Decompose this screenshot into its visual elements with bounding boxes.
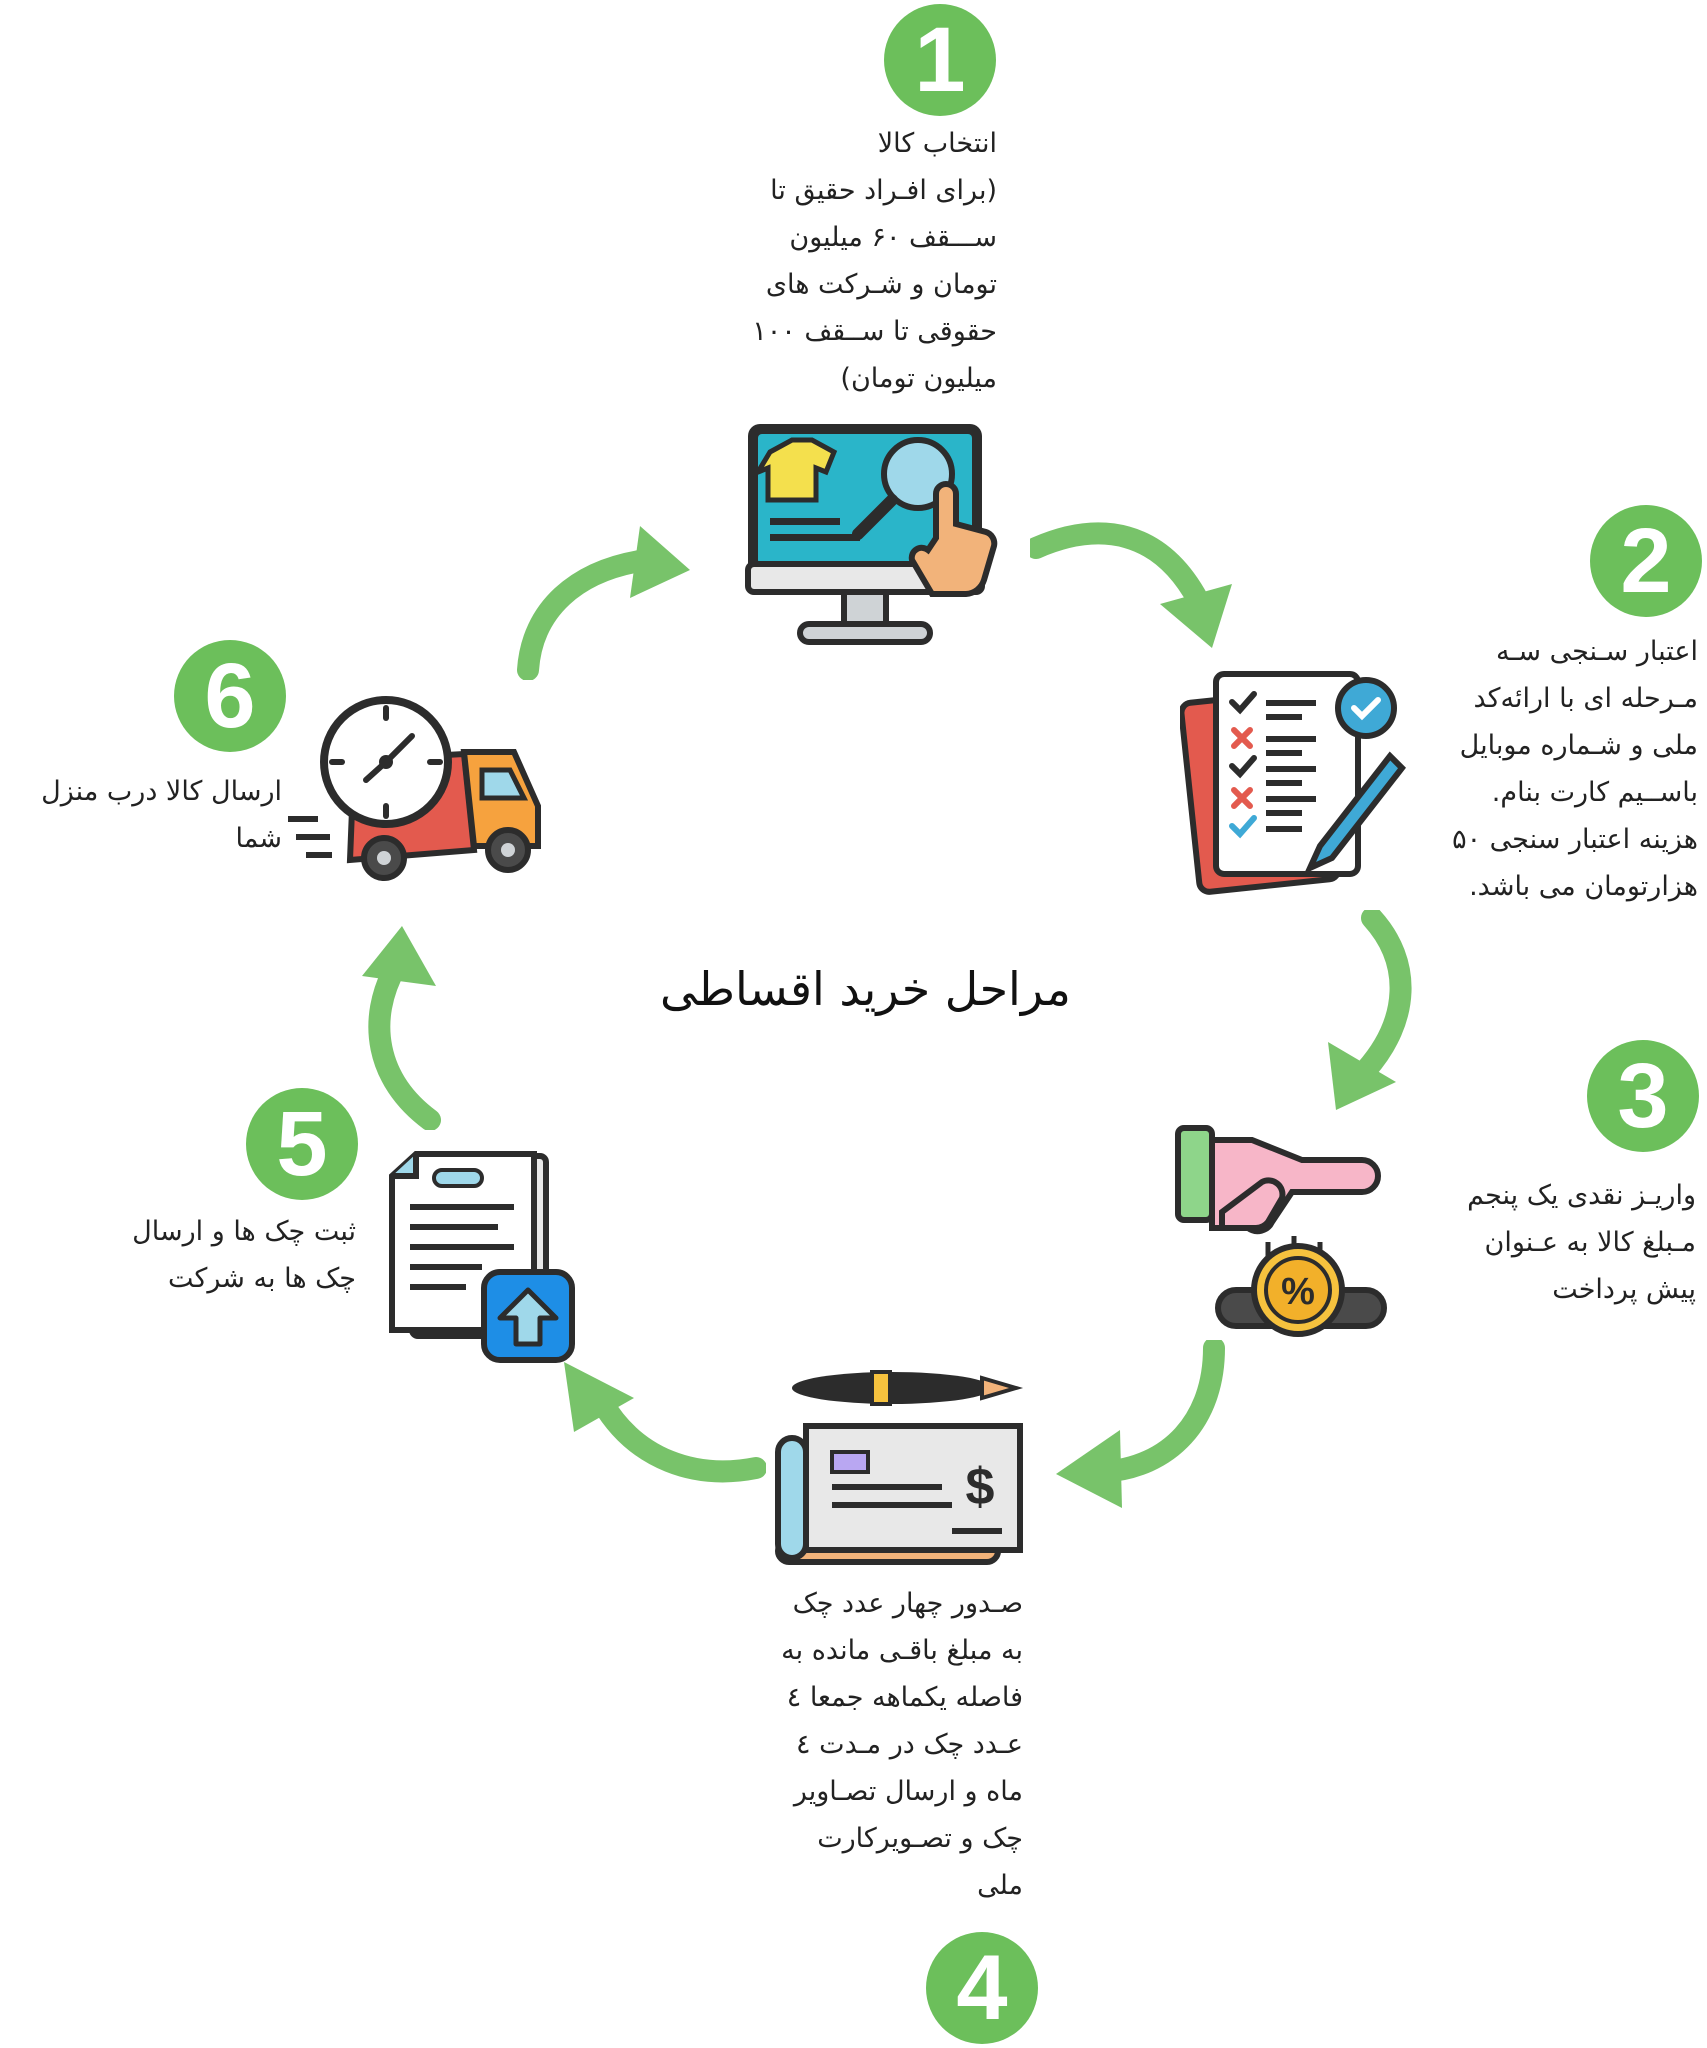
computer-shopping-icon: [745, 424, 998, 645]
diagram-title: مراحل خرید اقساطی: [660, 962, 1071, 1016]
step-2-text: اعتبار سـنجی سـه مـرحله ای با ارائه‌کد م…: [1452, 636, 1698, 902]
step-1-number: 1: [884, 4, 996, 116]
arrow-4-to-5: [564, 1362, 766, 1483]
arrow-3-to-4: [1056, 1340, 1225, 1508]
step-5-number: 5: [246, 1088, 358, 1200]
step-3-text: واریـز نقدی یک پنجم مـبلغ کالا به عـنوان…: [1467, 1180, 1696, 1305]
hand-coin-percent-icon: %: [1175, 1125, 1387, 1337]
check-pen-icon: $: [775, 1370, 1024, 1565]
delivery-truck-clock-icon: [288, 696, 541, 881]
svg-text:%: %: [1281, 1271, 1315, 1313]
arrow-2-to-3: [1328, 910, 1412, 1110]
checklist-icon: [1180, 671, 1406, 895]
step-2-number: 2: [1590, 505, 1702, 617]
step-4-number: 4: [926, 1932, 1038, 2044]
step-4-text: صـدور چهار عدد چک به مبلغ باقـی مانده به…: [781, 1588, 1023, 1901]
arrow-1-to-2: [1030, 522, 1232, 648]
step-6-number: 6: [174, 640, 286, 752]
step-5-text: ثبت چک ها و ارسال چک ها به شرکت: [132, 1216, 356, 1294]
document-upload-icon: [389, 1151, 575, 1363]
arrow-5-to-6: [362, 926, 441, 1130]
arrow-6-to-1: [517, 526, 690, 680]
step-6-text: ارسال کالا درب منزل شما: [41, 776, 282, 854]
step-1-text: انتخاب کالا (برای افـراد حقیق تا ســـقف …: [752, 128, 997, 394]
step-3-number: 3: [1587, 1040, 1699, 1152]
svg-text:$: $: [966, 1458, 995, 1516]
